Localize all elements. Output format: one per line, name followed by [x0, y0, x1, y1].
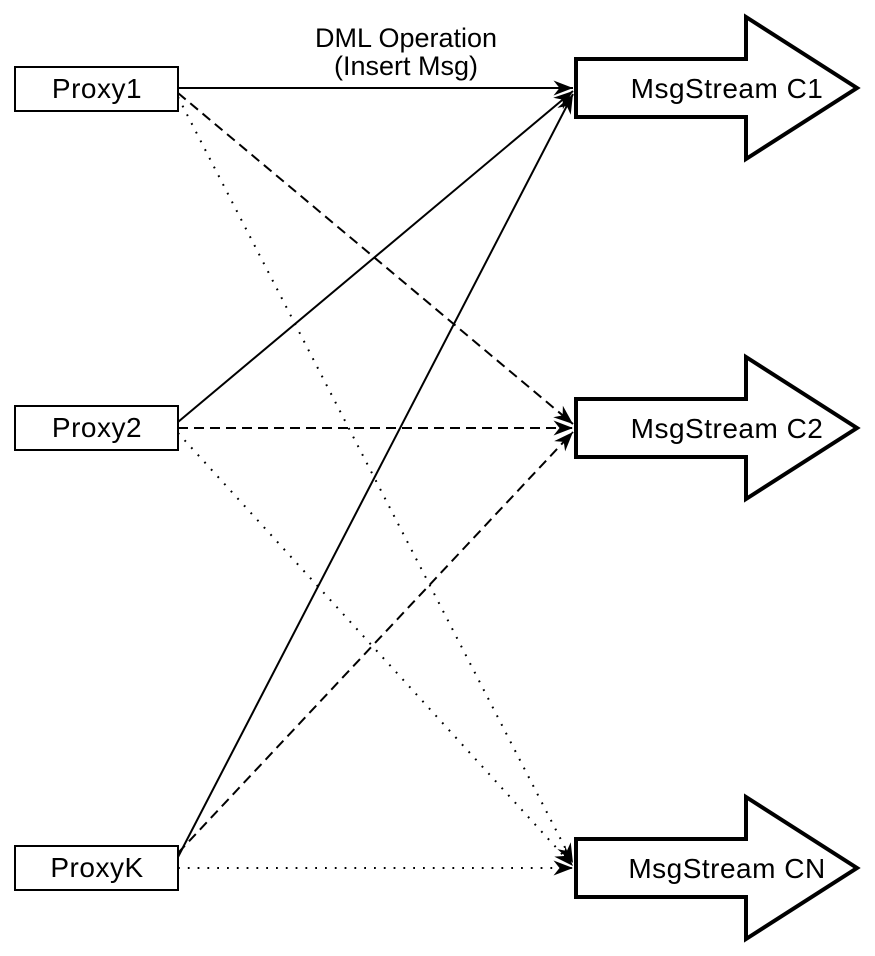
edge-proxyk-to-c1: [177, 93, 574, 858]
msgstream-c1-label: MsgStream C1: [631, 73, 824, 104]
msgstream-c2-label: MsgStream C2: [631, 413, 824, 444]
title-line2: (Insert Msg): [334, 51, 478, 81]
title-line1: DML Operation: [315, 23, 497, 53]
proxy2-node-label: Proxy2: [52, 412, 142, 443]
msgstream-c2-arrow-shape: [574, 353, 861, 503]
edge-proxy1-to-cn: [177, 96, 574, 864]
edge-proxy1-to-c2: [177, 92, 574, 425]
proxy1-node-label: Proxy1: [52, 73, 142, 104]
edge-proxyk-to-c2: [177, 431, 574, 854]
proxy1-node-box: [14, 66, 179, 112]
stream-nodes: MsgStream C1 MsgStream C2 MsgStream CN: [574, 13, 861, 943]
proxyk-node-box: [14, 845, 179, 891]
msgstream-cn-arrow-shape: [574, 793, 861, 943]
msgstream-cn-label: MsgStream CN: [628, 853, 825, 884]
proxyk-node-label: ProxyK: [50, 852, 143, 883]
edge-layer: [177, 80, 574, 876]
edge-proxy2-to-c1: [177, 90, 574, 423]
edge-proxy2-to-cn: [177, 432, 574, 867]
proxy-nodes: Proxy1 Proxy2 ProxyK: [14, 66, 179, 891]
diagram-title: DML Operation (Insert Msg): [315, 23, 497, 81]
proxy2-node-box: [14, 405, 179, 451]
msgstream-c1-arrow-shape: [574, 13, 861, 163]
